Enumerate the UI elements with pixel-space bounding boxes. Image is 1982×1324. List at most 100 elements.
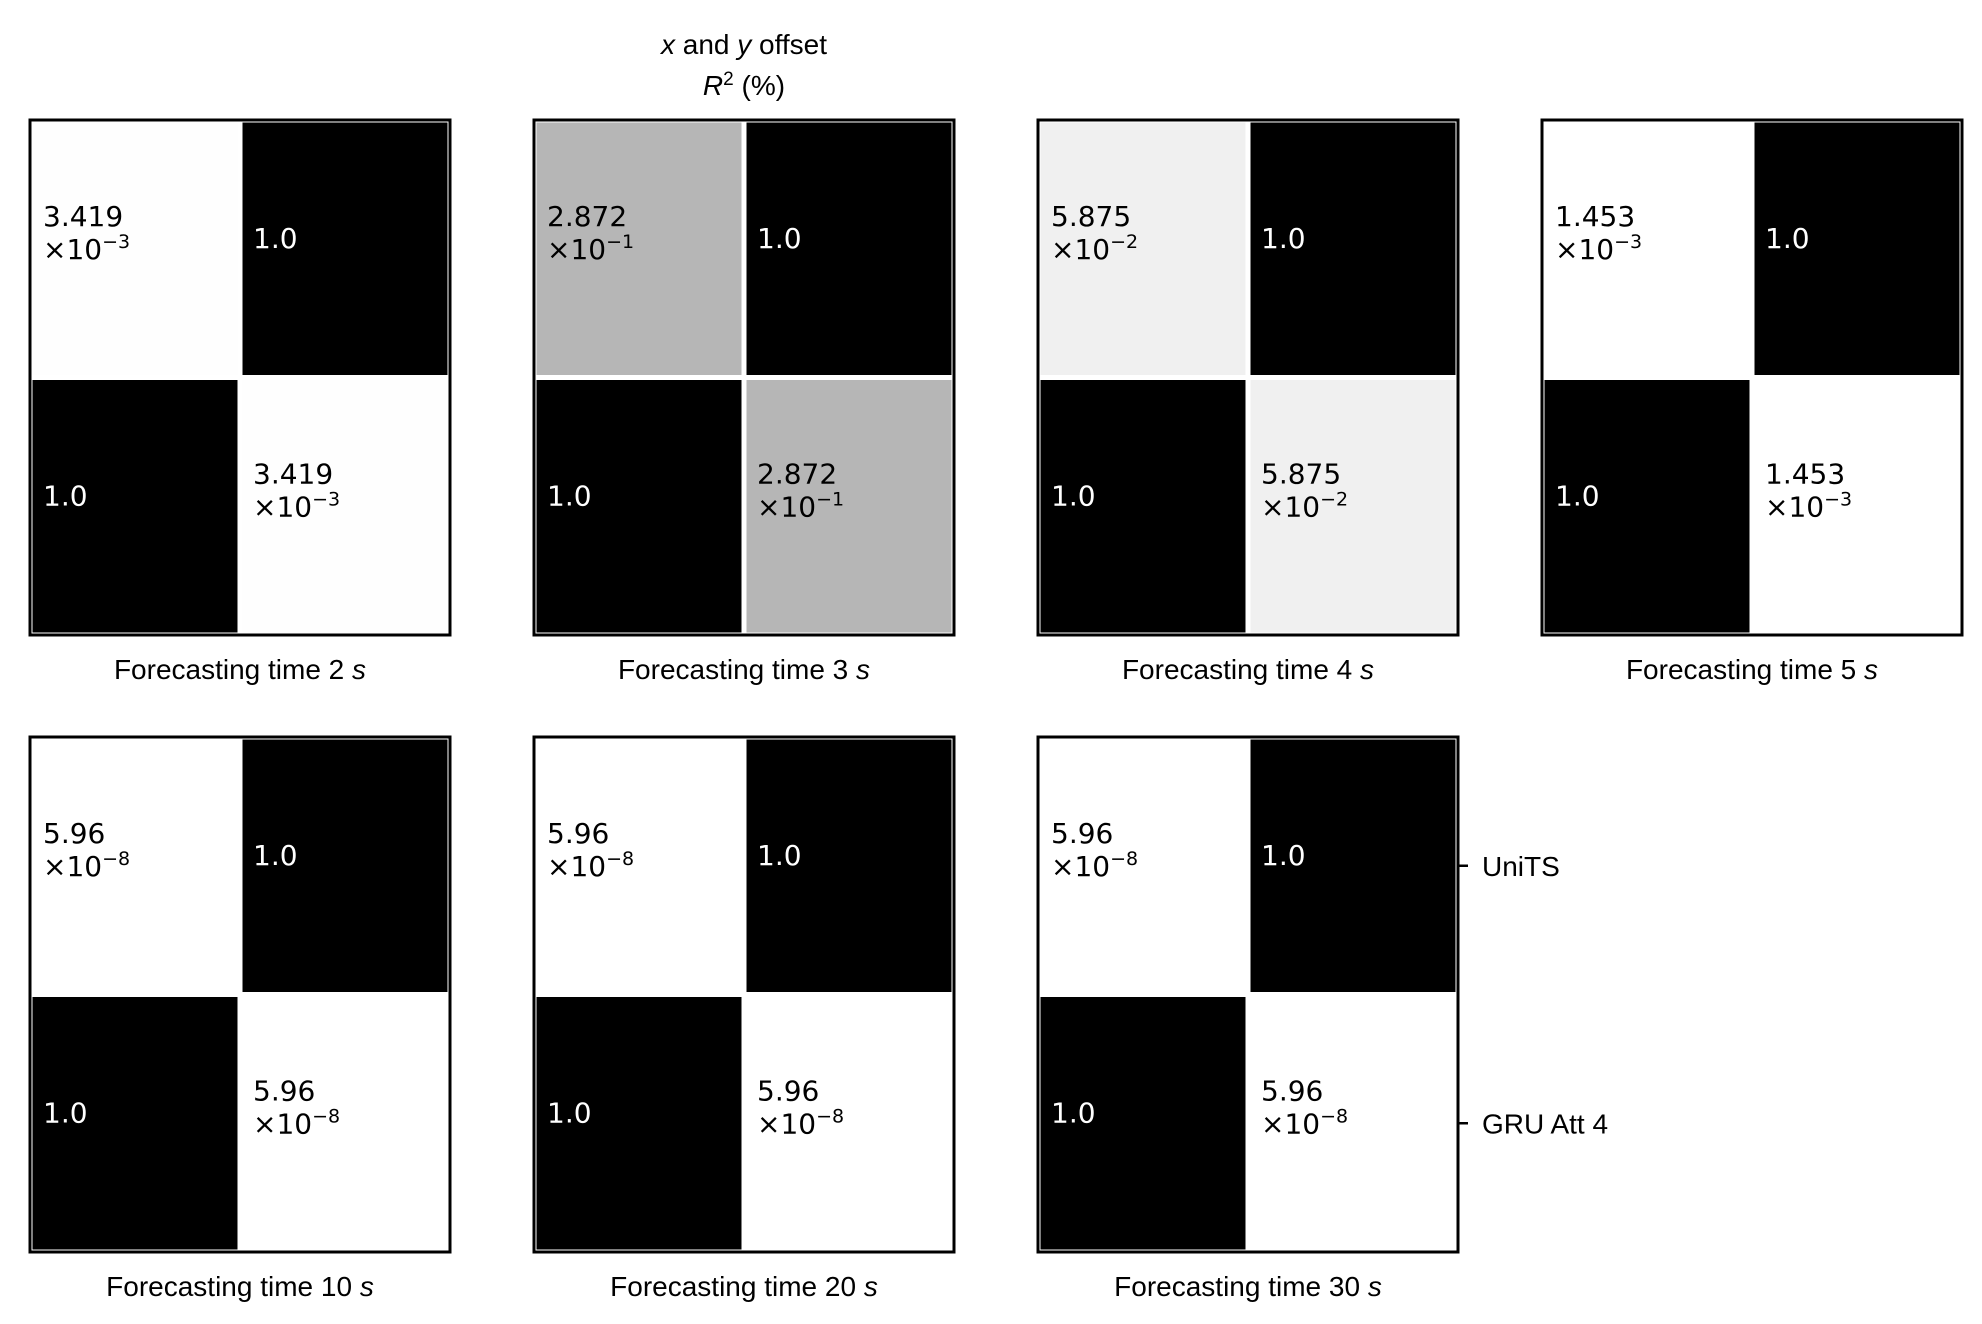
panel-frame [1036,735,1460,1254]
exponent-power: −2 [1110,231,1138,253]
panel-label: Forecasting time 10 s [106,1271,374,1302]
exponent-power: −8 [606,848,634,870]
panel-label-text: Forecasting time 3 [618,654,856,685]
exponent-base: ×10 [253,1107,312,1140]
cell-value-mantissa: 5.96 [43,817,105,850]
panel-label: Forecasting time 5 s [1626,654,1878,685]
exponent-power: −2 [1320,488,1348,510]
cell-value: 1.0 [253,222,298,255]
exponent-base: ×10 [547,233,606,266]
heatmap-cell [237,992,453,1255]
exponent-base: ×10 [43,850,102,883]
cell-value-exponent: ×10−3 [43,231,130,266]
cell-value-exponent: ×10−3 [1555,231,1642,266]
panel-label-text: Forecasting time 5 [1626,654,1864,685]
panel-frame [532,118,956,637]
exponent-power: −8 [1110,848,1138,870]
exponent-base: ×10 [1765,490,1824,523]
panel-label: Forecasting time 20 s [610,1271,878,1302]
exponent-base: ×10 [1261,490,1320,523]
panel-label: Forecasting time 4 s [1122,654,1374,685]
title-part: y [735,29,753,60]
exponent-base: ×10 [43,233,102,266]
panel-frame [1036,118,1460,637]
title-part: x [659,29,676,60]
heatmap-cell [237,734,453,997]
exponent-power: −3 [312,488,340,510]
panel-label-text: Forecasting time 2 [114,654,352,685]
cell-value: 1.0 [1261,222,1306,255]
panel-label-unit: s [1864,654,1878,685]
cell-value-mantissa: 2.872 [547,200,627,233]
cell-value: 1.0 [253,839,298,872]
panel-label-unit: s [360,1271,374,1302]
cell-value: 1.0 [1051,1096,1096,1129]
panel-frame [1540,118,1964,637]
chart-title-line: R2 (%) [703,69,785,102]
panel-label-unit: s [1368,1271,1382,1302]
cell-value: 1.0 [1051,479,1096,512]
cell-value-mantissa: 5.875 [1261,457,1341,490]
cell-value: 1.0 [1765,222,1810,255]
exponent-power: −8 [816,1105,844,1127]
exponent-base: ×10 [757,1107,816,1140]
heatmap-cell [1245,375,1461,638]
cell-value-mantissa: 1.453 [1555,200,1635,233]
cell-value-exponent: ×10−8 [253,1105,340,1140]
exponent-base: ×10 [757,490,816,523]
cell-value: 1.0 [547,479,592,512]
cell-value-exponent: ×10−1 [547,231,634,266]
cell-value-exponent: ×10−1 [757,488,844,523]
cell-value: 1.0 [757,839,802,872]
exponent-power: −3 [102,231,130,253]
panel-frame [28,735,452,1254]
title-part: (%) [734,70,785,101]
cell-value-mantissa: 5.96 [1261,1074,1323,1107]
heatmap-cell [237,117,453,380]
cell-value-exponent: ×10−3 [1765,488,1852,523]
cell-value-mantissa: 3.419 [253,457,333,490]
panel-label-unit: s [1360,654,1374,685]
cell-value-exponent: ×10−8 [1261,1105,1348,1140]
cell-value-mantissa: 5.875 [1051,200,1131,233]
heatmap-cell [741,992,957,1255]
cell-value: 1.0 [757,222,802,255]
exponent-base: ×10 [253,490,312,523]
panel-label: Forecasting time 3 s [618,654,870,685]
cell-value-mantissa: 5.96 [757,1074,819,1107]
title-part: 2 [723,69,734,90]
exponent-base: ×10 [1555,233,1614,266]
panel-frame [28,118,452,637]
cell-value-exponent: ×10−8 [757,1105,844,1140]
exponent-base: ×10 [1051,850,1110,883]
panel-label-unit: s [864,1271,878,1302]
exponent-base: ×10 [1051,233,1110,266]
panel-label: Forecasting time 2 s [114,654,366,685]
panel-label-text: Forecasting time 4 [1122,654,1360,685]
cell-value-exponent: ×10−2 [1051,231,1138,266]
cell-value-exponent: ×10−8 [43,848,130,883]
exponent-power: −1 [816,488,844,510]
heatmap-cell [1749,375,1965,638]
heatmap-cell [741,375,957,638]
panel-label-unit: s [856,654,870,685]
heatmap-cell [1035,117,1251,380]
panel-frame [532,735,956,1254]
cell-value: 1.0 [1261,839,1306,872]
heatmap-cell [27,734,243,997]
cell-value: 1.0 [43,1096,88,1129]
cell-value-mantissa: 1.453 [1765,457,1845,490]
exponent-base: ×10 [1261,1107,1320,1140]
heatmap-cell [741,117,957,380]
heatmap-cell [531,375,747,638]
title-part: offset [751,29,827,60]
exponent-power: −8 [102,848,130,870]
cell-value-exponent: ×10−2 [1261,488,1348,523]
